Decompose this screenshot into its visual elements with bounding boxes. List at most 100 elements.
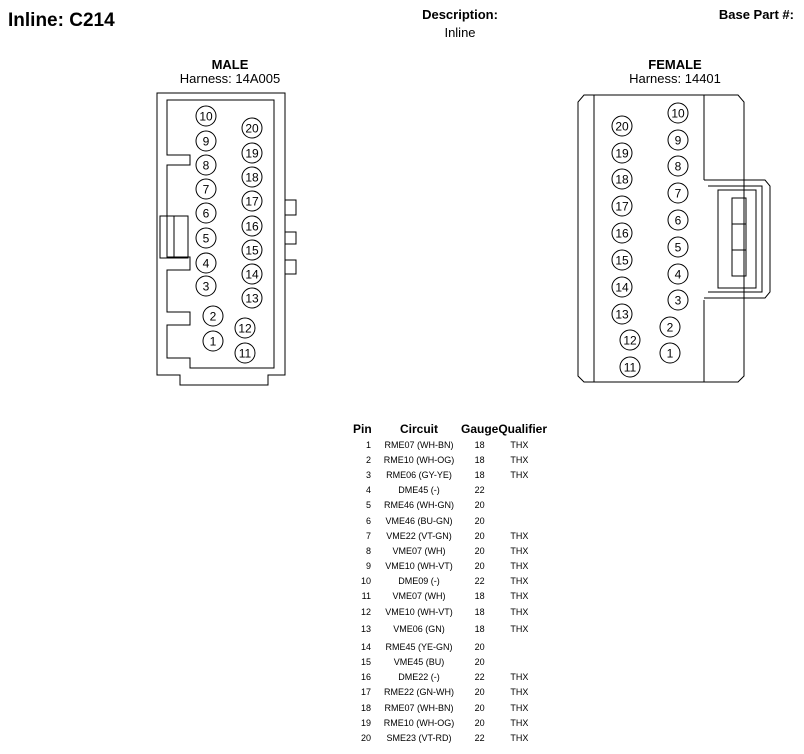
female-pin-circle: [667, 209, 689, 231]
column-header-circuit: Circuit: [399, 422, 438, 436]
cell-pin: 2: [365, 454, 371, 465]
cell-gauge: 18: [474, 591, 485, 602]
female-pin-circle: [619, 356, 641, 378]
male-pin-label: 9: [203, 135, 210, 149]
male-pin-circle: [195, 130, 217, 152]
male-pin-circle: [241, 287, 263, 309]
cell-pin: 18: [360, 702, 371, 713]
female-pin-circle: [659, 342, 681, 364]
cell-circuit: RME45 (YE-GN): [385, 641, 453, 652]
cell-qualifier: THX: [510, 561, 529, 572]
cell-gauge: 20: [474, 561, 485, 572]
male-pin-label: 18: [245, 171, 259, 185]
cell-gauge: 20: [474, 515, 485, 526]
cell-qualifier: [498, 639, 570, 654]
cell-qualifier: THX: [510, 576, 529, 587]
male-pin-circle: [241, 117, 263, 139]
cell-gauge: 18: [474, 624, 485, 635]
cell-gauge: 20: [474, 717, 485, 728]
female-pin-label: 1: [667, 347, 674, 361]
cell-circuit: VME10 (WH-VT): [385, 561, 453, 572]
cell-circuit: RME10 (WH-OG): [383, 717, 455, 728]
column-header-pin: Pin: [353, 422, 372, 436]
male-pin-circle: [241, 166, 263, 188]
cell-qualifier: THX: [510, 702, 529, 713]
female-pin-label: 15: [615, 254, 629, 268]
cell-qualifier: THX: [510, 530, 529, 541]
column-header-gauge: Gauge: [461, 422, 499, 436]
female-pin-label: 4: [675, 268, 682, 282]
table-header-row: Pin Circuit Gauge Qualifier: [345, 421, 570, 437]
male-pin-label: 16: [245, 220, 259, 234]
female-pin-label: 2: [667, 321, 674, 335]
cell-pin: 11: [361, 591, 371, 602]
male-pin-label: 13: [245, 292, 259, 306]
male-pin-circle: [241, 239, 263, 261]
cell-pin: 7: [365, 530, 371, 541]
cell-circuit: DME09 (-): [398, 576, 440, 587]
cell-pin: 4: [365, 485, 371, 496]
female-pin-circle: [659, 316, 681, 338]
page-title: Inline: C214: [8, 10, 115, 31]
cell-circuit: VME07 (WH): [392, 591, 446, 602]
female-pin-label: 11: [624, 361, 637, 375]
description-label: Description:: [422, 7, 498, 22]
cell-gauge: 18: [474, 606, 485, 617]
male-pin-circle: [195, 202, 217, 224]
female-pin-circle: [611, 303, 633, 325]
cell-circuit: RME07 (WH-BN): [384, 702, 454, 713]
female-pin-label: 8: [675, 160, 682, 174]
male-harness-label: Harness: 14A005: [179, 71, 281, 86]
cell-pin: 13: [360, 624, 371, 635]
male-pin-circle: [195, 105, 217, 127]
male-pin-circle: [241, 215, 263, 237]
base-part-label: Base Part #:: [718, 7, 794, 22]
cell-pin: 15: [360, 657, 371, 668]
female-pin-circle: [611, 276, 633, 298]
cell-circuit: VME07 (WH): [392, 545, 446, 556]
cell-gauge: 18: [474, 439, 485, 450]
cell-qualifier: [498, 483, 570, 498]
cell-pin: 3: [365, 469, 371, 480]
cell-gauge: 18: [474, 469, 485, 480]
female-pin-circle: [611, 142, 633, 164]
female-pin-label: 14: [615, 281, 629, 295]
female-pin-label: 16: [615, 227, 629, 241]
female-pin-label: 9: [675, 134, 682, 148]
cell-gauge: 22: [474, 732, 485, 743]
female-pin-label: 10: [671, 107, 685, 121]
cell-pin: 16: [360, 672, 371, 683]
cell-qualifier: THX: [510, 732, 529, 743]
female-pin-label: 18: [615, 173, 629, 187]
cell-circuit: DME22 (-): [398, 672, 440, 683]
cell-gauge: 22: [474, 672, 485, 683]
female-pin-circle: [611, 195, 633, 217]
female-connector-title: FEMALE: [648, 57, 702, 72]
cell-pin: 6: [365, 515, 371, 526]
cell-pin: 19: [360, 717, 371, 728]
male-pin-label: 19: [245, 147, 259, 161]
male-pin-circle: [202, 305, 224, 327]
male-pin-label: 17: [245, 195, 259, 209]
cell-gauge: 20: [474, 657, 485, 668]
cell-gauge: 20: [474, 641, 485, 652]
female-harness-label: Harness: 14401: [629, 71, 721, 86]
female-pin-label: 7: [675, 187, 682, 201]
female-pin-label: 13: [615, 308, 629, 322]
female-pin-label: 19: [615, 147, 629, 161]
cell-qualifier: [498, 654, 570, 669]
